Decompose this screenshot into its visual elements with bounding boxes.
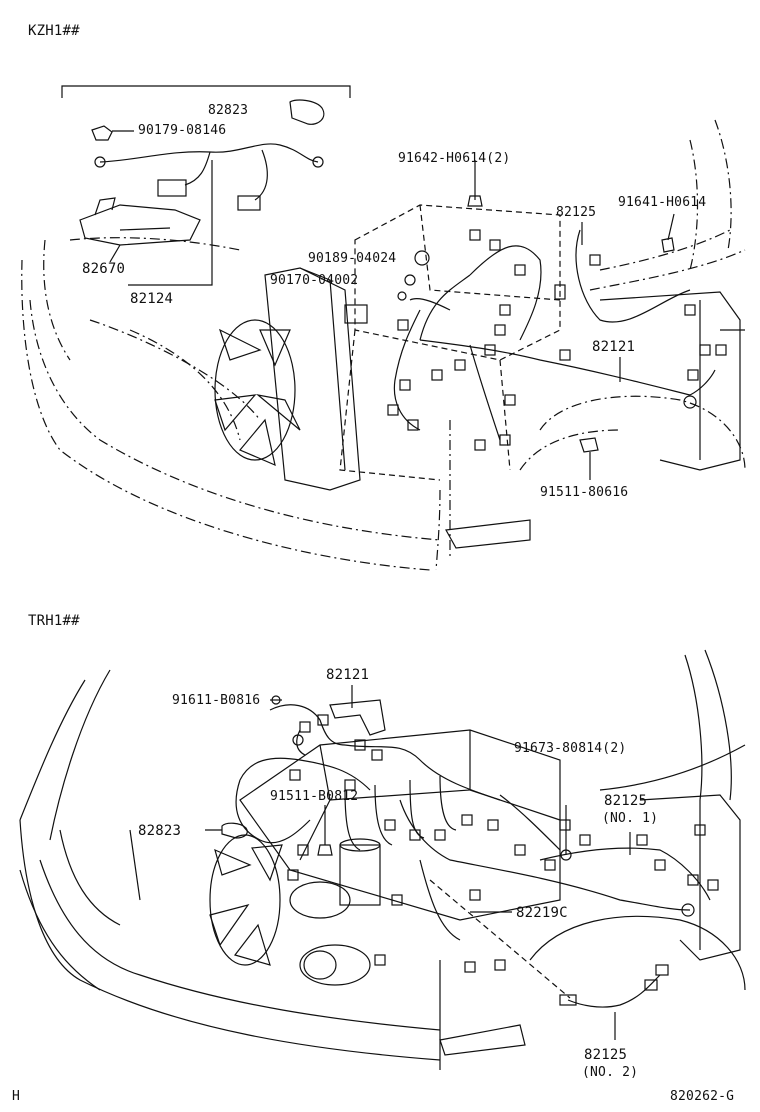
kzh-main-harness-82121 (344, 229, 727, 451)
part-91642-h0614[interactable]: 91642-H0614(2) (398, 152, 510, 166)
part-82121-top[interactable]: 82121 (592, 339, 636, 355)
part-quantity: (2) (602, 741, 627, 756)
part-82125-no1-note: (NO. 1) (602, 811, 659, 826)
part-82121-bottom[interactable]: 82121 (326, 667, 370, 683)
part-quantity: (2) (486, 151, 511, 166)
part-82125-no1-number[interactable]: 82125 (604, 793, 648, 809)
kzh-fasteners (397, 160, 675, 480)
kzh-sub-harness-82124 (79, 99, 325, 286)
part-82124[interactable]: 82124 (130, 291, 174, 307)
kzh-radiator-fan (214, 267, 361, 491)
part-82125-top[interactable]: 82125 (556, 205, 597, 220)
part-91611-b0816[interactable]: 91611-B0816 (172, 693, 261, 708)
footer-left-mark: H (12, 1089, 21, 1104)
trh-radiator-fan (209, 834, 283, 966)
part-number: 91673-80814 (514, 741, 603, 756)
part-90189-04024[interactable]: 90189-04024 (308, 251, 397, 266)
diagram-code: 820262-G (670, 1089, 735, 1104)
model-heading-kzh: KZH1## (28, 23, 80, 39)
part-91673-80814[interactable]: 91673-80814(2) (514, 742, 626, 756)
part-91511-80616[interactable]: 91511-80616 (540, 485, 629, 500)
part-90179-08146[interactable]: 90179-08146 (138, 123, 227, 138)
part-number: 91642-H0614 (398, 151, 487, 166)
kzh-vehicle-body-outline (21, 85, 746, 571)
model-heading-trh: TRH1## (28, 613, 80, 629)
trh-main-harness-82121 (235, 685, 719, 973)
part-90170-04002[interactable]: 90170-04002 (270, 273, 359, 288)
trh-sensor-82125-no2 (429, 879, 669, 1040)
part-91641-h0614[interactable]: 91641-H0614 (618, 195, 707, 210)
part-82823-bottom[interactable]: 82823 (138, 823, 182, 839)
trh-vehicle-body-outline (19, 649, 746, 1070)
part-82125-no2-number[interactable]: 82125 (584, 1047, 628, 1063)
part-82670[interactable]: 82670 (82, 261, 126, 277)
trh-fasteners (205, 695, 572, 861)
part-82823-top[interactable]: 82823 (208, 103, 249, 118)
part-82219c[interactable]: 82219C (516, 905, 568, 921)
part-91511-b0812[interactable]: 91511-B0812 (270, 789, 359, 804)
trh-engine-block (239, 729, 561, 986)
part-82125-no2-note: (NO. 2) (582, 1065, 639, 1080)
